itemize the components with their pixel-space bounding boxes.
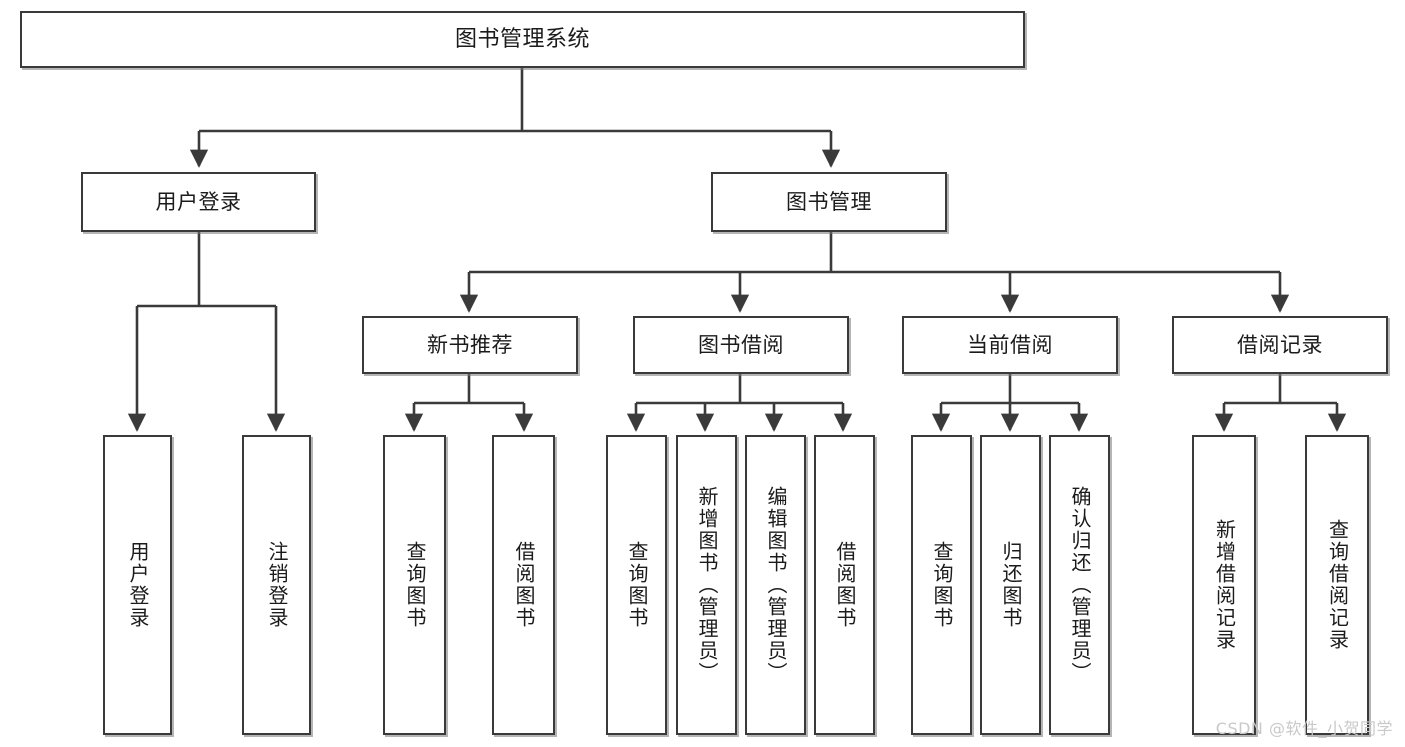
node-label: 查询图书 [625,541,649,629]
leaf-book-borrow-borrow-book[interactable]: 借阅图书 [814,435,875,735]
node-book-borrowing[interactable]: 图书借阅 [633,316,849,374]
node-label: 图书借阅 [698,332,784,357]
leaf-user-login-login[interactable]: 用户登录 [103,435,172,735]
node-label: 用户登录 [126,541,150,629]
leaf-book-borrow-query-book[interactable]: 查询图书 [606,435,667,735]
node-label: 借阅图书 [833,541,857,629]
node-root-book-management-system[interactable]: 图书管理系统 [20,11,1025,68]
leaf-current-borrow-confirm-return-admin[interactable]: 确认归还（管理员） [1049,435,1110,735]
node-label: 当前借阅 [967,332,1053,357]
node-user-login[interactable]: 用户登录 [81,172,316,232]
leaf-new-book-borrow-book[interactable]: 借阅图书 [492,435,555,735]
node-label: 借阅记录 [1237,332,1323,357]
node-label: 确认归还（管理员） [1068,486,1092,684]
leaf-new-book-query-book[interactable]: 查询图书 [383,435,446,735]
leaf-current-borrow-query-book[interactable]: 查询图书 [911,435,972,735]
node-label: 用户登录 [155,189,242,214]
leaf-book-borrow-edit-book-admin[interactable]: 编辑图书（管理员） [745,435,806,735]
node-label: 借阅图书 [512,541,536,629]
node-label: 归还图书 [999,541,1023,629]
node-label: 注销登录 [265,541,289,629]
node-book-management[interactable]: 图书管理 [711,172,947,232]
node-label: 图书管理系统 [454,26,590,52]
node-borrowing-record[interactable]: 借阅记录 [1172,316,1388,374]
node-label: 查询图书 [930,541,954,629]
node-label: 新增借阅记录 [1212,519,1237,651]
leaf-borrow-record-add-record[interactable]: 新增借阅记录 [1192,435,1256,735]
leaf-user-login-logout[interactable]: 注销登录 [242,435,311,735]
leaf-borrow-record-query-record[interactable]: 查询借阅记录 [1305,435,1369,735]
node-label: 查询图书 [403,541,427,629]
node-label: 图书管理 [786,189,872,214]
node-new-book-recommendation[interactable]: 新书推荐 [362,316,578,374]
node-label: 编辑图书（管理员） [764,486,788,684]
node-label: 新书推荐 [427,332,513,357]
leaf-current-borrow-return-book[interactable]: 归还图书 [980,435,1041,735]
node-label: 新增图书（管理员） [695,486,719,684]
node-current-borrowing[interactable]: 当前借阅 [902,316,1118,374]
node-label: 查询借阅记录 [1325,519,1350,651]
leaf-book-borrow-add-book-admin[interactable]: 新增图书（管理员） [676,435,737,735]
